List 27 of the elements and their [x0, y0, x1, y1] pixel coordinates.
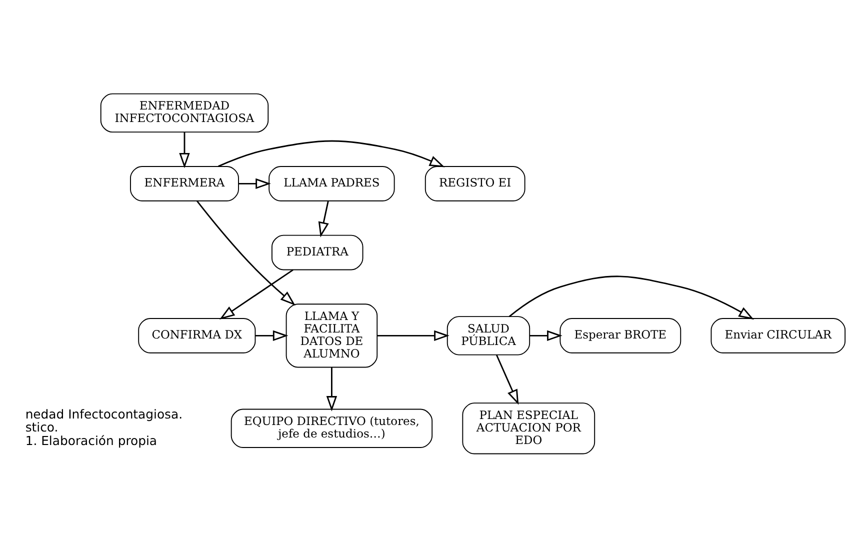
- label: stico.: [25, 419, 58, 434]
- node-box: Esperar BROTE: [560, 318, 682, 353]
- node-box: Enviar CIRCULAR: [710, 318, 846, 353]
- arrow: [508, 275, 754, 320]
- node-box: LLAMA PADRES: [268, 166, 395, 201]
- node-box: PLAN ESPECIAL ACTUACION POR EDO: [462, 402, 596, 454]
- node-box: ENFERMEDAD INFECTOCONTAGIOSA: [100, 92, 269, 132]
- arrow: [318, 200, 329, 237]
- node-box: CONFIRMA DX: [138, 318, 256, 353]
- arrow: [377, 330, 450, 341]
- label: nedad Infectocontagiosa.: [25, 406, 183, 421]
- arrow: [196, 200, 296, 306]
- node-box: ENFERMERA: [130, 166, 239, 201]
- arrow: [255, 330, 288, 341]
- arrow: [219, 268, 294, 320]
- label: 1. Elaboración propia: [25, 432, 158, 448]
- arrow: [326, 366, 338, 411]
- arrow: [218, 140, 445, 167]
- arrow: [530, 330, 562, 341]
- node-box: SALUD PÚBLICA: [446, 316, 530, 355]
- arrow: [238, 178, 271, 189]
- arrow: [179, 132, 190, 168]
- node-box: REGISTO EI: [424, 166, 526, 201]
- node-box: EQUIPO DIRECTIVO (tutores, jefe de estudios…): [230, 408, 433, 448]
- node-box: LLAMA Y FACILITA DATOS DE ALUMNO: [286, 303, 378, 368]
- node-box: PEDIATRA: [271, 234, 364, 270]
- arrow: [496, 354, 519, 404]
